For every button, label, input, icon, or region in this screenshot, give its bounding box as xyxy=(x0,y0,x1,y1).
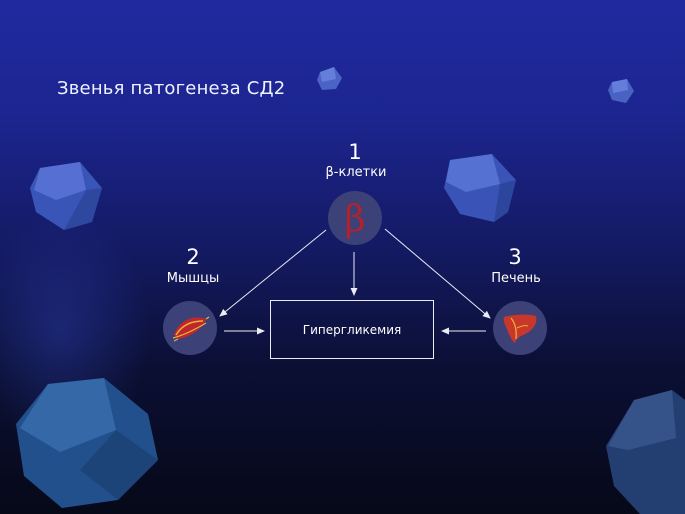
arrow-beta-to-muscle xyxy=(219,229,327,317)
beta-cell-icon: β xyxy=(344,199,366,240)
hyperglycemia-box: Гипергликемия xyxy=(270,300,434,359)
arrow-beta-to-liver xyxy=(384,228,491,319)
crystal-decoration xyxy=(444,154,516,222)
crystal-decoration xyxy=(606,390,685,514)
crystal-decoration xyxy=(30,162,102,230)
hyperglycemia-label: Гипергликемия xyxy=(302,322,402,337)
beta-cells-number: 1 xyxy=(348,140,362,164)
muscle-icon xyxy=(172,316,210,342)
liver-icon xyxy=(503,314,537,343)
beta-cell-node: β xyxy=(328,191,382,245)
crystal-decoration xyxy=(16,378,158,508)
liver-number: 3 xyxy=(508,245,522,269)
crystal-decoration xyxy=(608,79,634,103)
beta-cells-label: β-клетки xyxy=(325,165,387,180)
crystal-decoration xyxy=(317,67,342,90)
liver-node xyxy=(493,301,547,355)
page-title: Звенья патогенеза СД2 xyxy=(57,78,286,99)
muscle-number: 2 xyxy=(186,245,200,269)
liver-label: Печень xyxy=(491,271,541,286)
muscle-node xyxy=(163,301,217,355)
muscle-label: Мышцы xyxy=(166,271,220,286)
